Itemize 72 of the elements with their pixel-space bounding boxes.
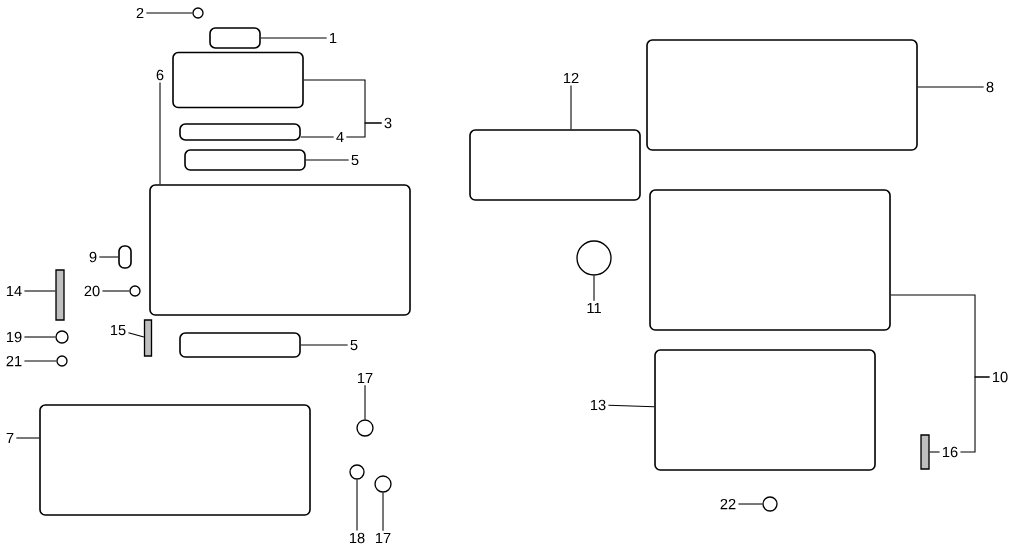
leader-line — [23, 360, 57, 362]
leader-line — [364, 384, 366, 420]
clip — [118, 245, 132, 269]
manifold — [39, 404, 311, 516]
washer — [56, 355, 68, 367]
callout-number: 19 — [6, 331, 22, 343]
callout-number: 9 — [89, 251, 97, 263]
callout-number: 21 — [6, 355, 22, 367]
leader-line — [959, 376, 991, 453]
leader-line — [23, 290, 56, 292]
callout-number: 11 — [587, 302, 601, 314]
callout-number: 20 — [84, 285, 100, 297]
callout-number: 4 — [336, 131, 344, 143]
callout-number: 2 — [136, 7, 144, 19]
callout-number: 7 — [6, 432, 14, 444]
leader-line — [23, 336, 56, 338]
leader-line — [300, 136, 335, 138]
stud — [920, 434, 930, 470]
washer — [55, 330, 69, 344]
leader-line — [98, 256, 119, 258]
callout-number: 12 — [563, 72, 579, 84]
manifold — [649, 189, 891, 331]
leader-line — [382, 492, 384, 532]
bolt — [55, 269, 65, 321]
leader-line — [356, 479, 358, 532]
stud — [143, 319, 153, 357]
carburetor — [172, 51, 304, 109]
plug — [192, 7, 204, 19]
leader-line — [929, 451, 941, 453]
callout-number: 5 — [351, 154, 359, 166]
callout-number: 13 — [590, 399, 606, 411]
callout-number: 16 — [942, 446, 958, 458]
leader-line — [737, 503, 763, 505]
seal — [576, 240, 612, 276]
gasket — [469, 129, 641, 201]
tray — [149, 184, 411, 316]
callout-number: 10 — [992, 371, 1008, 383]
callout-number: 15 — [110, 324, 126, 336]
leader-line — [127, 332, 145, 338]
callout-number: 14 — [6, 285, 22, 297]
bolt — [762, 496, 778, 512]
leader-line — [15, 437, 40, 439]
callout-number: 18 — [349, 532, 365, 544]
callout-number: 17 — [357, 372, 373, 384]
oil-pan — [654, 349, 876, 471]
gasket — [209, 27, 261, 49]
callout-number: 22 — [720, 498, 736, 510]
leader-line — [305, 159, 350, 161]
leader-line — [345, 122, 383, 138]
gasket — [179, 332, 301, 358]
leader-line — [300, 344, 349, 346]
callout-number: 5 — [350, 339, 358, 351]
leader-line — [917, 86, 985, 88]
plate — [646, 39, 918, 151]
nut — [356, 419, 374, 437]
leader-line — [607, 404, 655, 408]
callout-number: 1 — [330, 32, 337, 44]
callout-number: 8 — [986, 81, 994, 93]
leader-line — [101, 290, 130, 292]
washer — [349, 464, 365, 480]
leader-line — [145, 12, 193, 14]
bolt — [129, 285, 141, 297]
leader-line — [593, 275, 595, 302]
callout-number: 6 — [156, 69, 164, 81]
leader-line — [159, 81, 161, 185]
callout-number: 3 — [384, 117, 392, 129]
nut — [374, 475, 392, 493]
spacer — [179, 123, 301, 141]
callout-number: 17 — [375, 532, 391, 544]
leader-line — [570, 84, 572, 130]
gasket — [184, 149, 306, 171]
leader-line — [260, 37, 328, 39]
